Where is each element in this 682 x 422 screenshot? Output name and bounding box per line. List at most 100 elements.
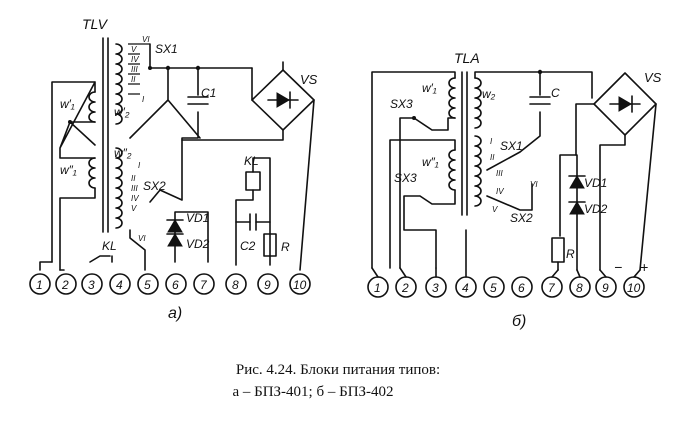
terminal-a-2 <box>55 273 77 295</box>
switch-sx1-b: SX1 <box>500 139 523 153</box>
relay-kl-coil-a <box>245 171 261 191</box>
winding-label-w1p-b: w′₁ <box>422 81 437 95</box>
wires-b-bridge <box>575 103 657 271</box>
taps2-v: V <box>131 204 137 213</box>
terminal-b-5-num: 5 <box>490 281 497 295</box>
capacitor-c-label: C <box>551 86 560 100</box>
switch-sx3b-b: SX3 <box>394 171 417 185</box>
taps-b-iv: IV <box>496 187 504 196</box>
switch-sx1-a: SX1 <box>155 42 178 56</box>
taps1-i: I <box>142 95 145 104</box>
diode-vd2-label-a: VD2 <box>186 237 210 251</box>
winding-w2-b <box>474 77 482 129</box>
terminal-a-1-num: 1 <box>36 278 43 292</box>
terminal-a-1 <box>29 273 51 295</box>
winding-label-w2p-a: w′₂ <box>114 105 130 119</box>
terminal-b-5 <box>483 276 505 298</box>
diagram-b: TLA w′₁ SX3 w″₁ SX3 w₂ I II III IV V VI … <box>367 50 662 330</box>
taps-b-vi: VI <box>530 180 538 189</box>
terminal-a-9 <box>257 273 279 295</box>
diode-vd1-label-b: VD1 <box>584 176 607 190</box>
terminal-b-4-num: 4 <box>462 281 469 295</box>
relay-contact-label-a: KL <box>102 239 117 253</box>
terminal-a-3 <box>81 273 103 295</box>
terminal-a-7 <box>193 273 215 295</box>
terminal-a-5-num: 5 <box>144 278 151 292</box>
winding-label-w1pp-a: w″₁ <box>60 163 77 177</box>
taps1-vi: VI <box>142 35 150 44</box>
winding-tapped-b <box>474 135 482 207</box>
terminal-a-10 <box>289 273 311 295</box>
taps1-ii: II <box>131 75 136 84</box>
resistor-r-a <box>263 233 277 257</box>
terminal-a-6 <box>165 273 187 295</box>
winding-w1p-b <box>448 77 456 119</box>
diagram-a: TLV w′₁ w″₁ VI V IV III II I w′₂ SX1 w″₂… <box>29 16 318 322</box>
diode-vd2-label-b: VD2 <box>584 202 608 216</box>
terminal-a-8 <box>225 273 247 295</box>
terminal-a-10-num: 10 <box>293 278 307 292</box>
terminal-b-3-num: 3 <box>432 281 439 295</box>
winding-w1pp-a <box>88 157 96 189</box>
terminal-b-2-num: 2 <box>401 281 409 295</box>
terminal-a-7-num: 7 <box>200 278 208 292</box>
primary-wiring-a <box>51 81 96 271</box>
taps2-iii: III <box>131 184 138 193</box>
switch-sx2-b: SX2 <box>510 211 533 225</box>
terminal-a-8-num: 8 <box>232 278 239 292</box>
resistor-r-label-a: R <box>281 240 290 254</box>
terminals-a: 1 2 3 4 5 6 7 8 9 10 <box>29 273 311 295</box>
terminal-a-9-num: 9 <box>264 278 271 292</box>
terminal-b-6 <box>511 276 533 298</box>
polarity-plus: + <box>640 259 648 275</box>
taps2-ii: II <box>131 174 136 183</box>
winding-w1p-a <box>88 91 96 123</box>
terminal-b-8-num: 8 <box>576 281 583 295</box>
terminal-a-3-num: 3 <box>88 278 95 292</box>
taps1-iii: III <box>131 65 138 74</box>
terminal-b-10-num: 10 <box>627 281 641 295</box>
terminal-a-6-num: 6 <box>172 278 179 292</box>
capacitor-c2-label: C2 <box>240 239 256 253</box>
transformer-label-b: TLA <box>454 50 480 66</box>
terminal-b-6-num: 6 <box>518 281 525 295</box>
winding-label-w1p-a: w′₁ <box>60 97 75 111</box>
terminal-a-4-num: 4 <box>116 278 123 292</box>
taps1-iv: IV <box>131 55 139 64</box>
polarity-minus: − <box>614 259 622 275</box>
diagram-a-label: а) <box>168 305 182 322</box>
winding-w2pp-a <box>115 147 123 229</box>
taps-b-i: I <box>490 137 493 146</box>
winding-w2p-a <box>115 43 123 125</box>
resistor-r-b <box>551 237 565 263</box>
terminal-a-4 <box>109 273 131 295</box>
bridge-vs-label-b: VS <box>644 70 662 85</box>
winding-label-w2pp-a: w″₂ <box>114 146 132 160</box>
terminal-a-5 <box>137 273 159 295</box>
taps1-v: V <box>131 45 137 54</box>
switch-sx2-lever-a <box>149 189 161 203</box>
terminal-b-9-num: 9 <box>602 281 609 295</box>
bridge-vs-label-a: VS <box>300 72 318 87</box>
taps-b-v: V <box>492 205 498 214</box>
diode-vd1-label-a: VD1 <box>186 211 209 225</box>
taps2-iv: IV <box>131 194 139 203</box>
winding-label-w2-b: w₂ <box>482 87 496 101</box>
terminals-b: 1 2 3 4 5 6 7 8 9 10 <box>367 276 645 298</box>
winding-label-w1pp-b: w″₁ <box>422 155 439 169</box>
terminal-a-2-num: 2 <box>61 278 69 292</box>
resistor-r-label-b: R <box>566 247 575 261</box>
transformer-label-a: TLV <box>82 16 109 32</box>
terminal-b-1-num: 1 <box>374 281 381 295</box>
winding-w1pp-b <box>448 149 456 191</box>
terminal-b-7-num: 7 <box>548 281 556 295</box>
switch-sx3a-b: SX3 <box>390 97 413 111</box>
caption-line-1: Рис. 4.24. Блоки питания типов: <box>235 362 441 378</box>
terminal-wires-a <box>39 229 146 271</box>
taps-b-iii: III <box>496 169 503 178</box>
relay-kl-label-a: KL <box>244 154 259 168</box>
taps2-i: I <box>138 161 141 170</box>
taps2-vi: VI <box>138 234 146 243</box>
capacitor-c1-label: C1 <box>201 86 216 100</box>
